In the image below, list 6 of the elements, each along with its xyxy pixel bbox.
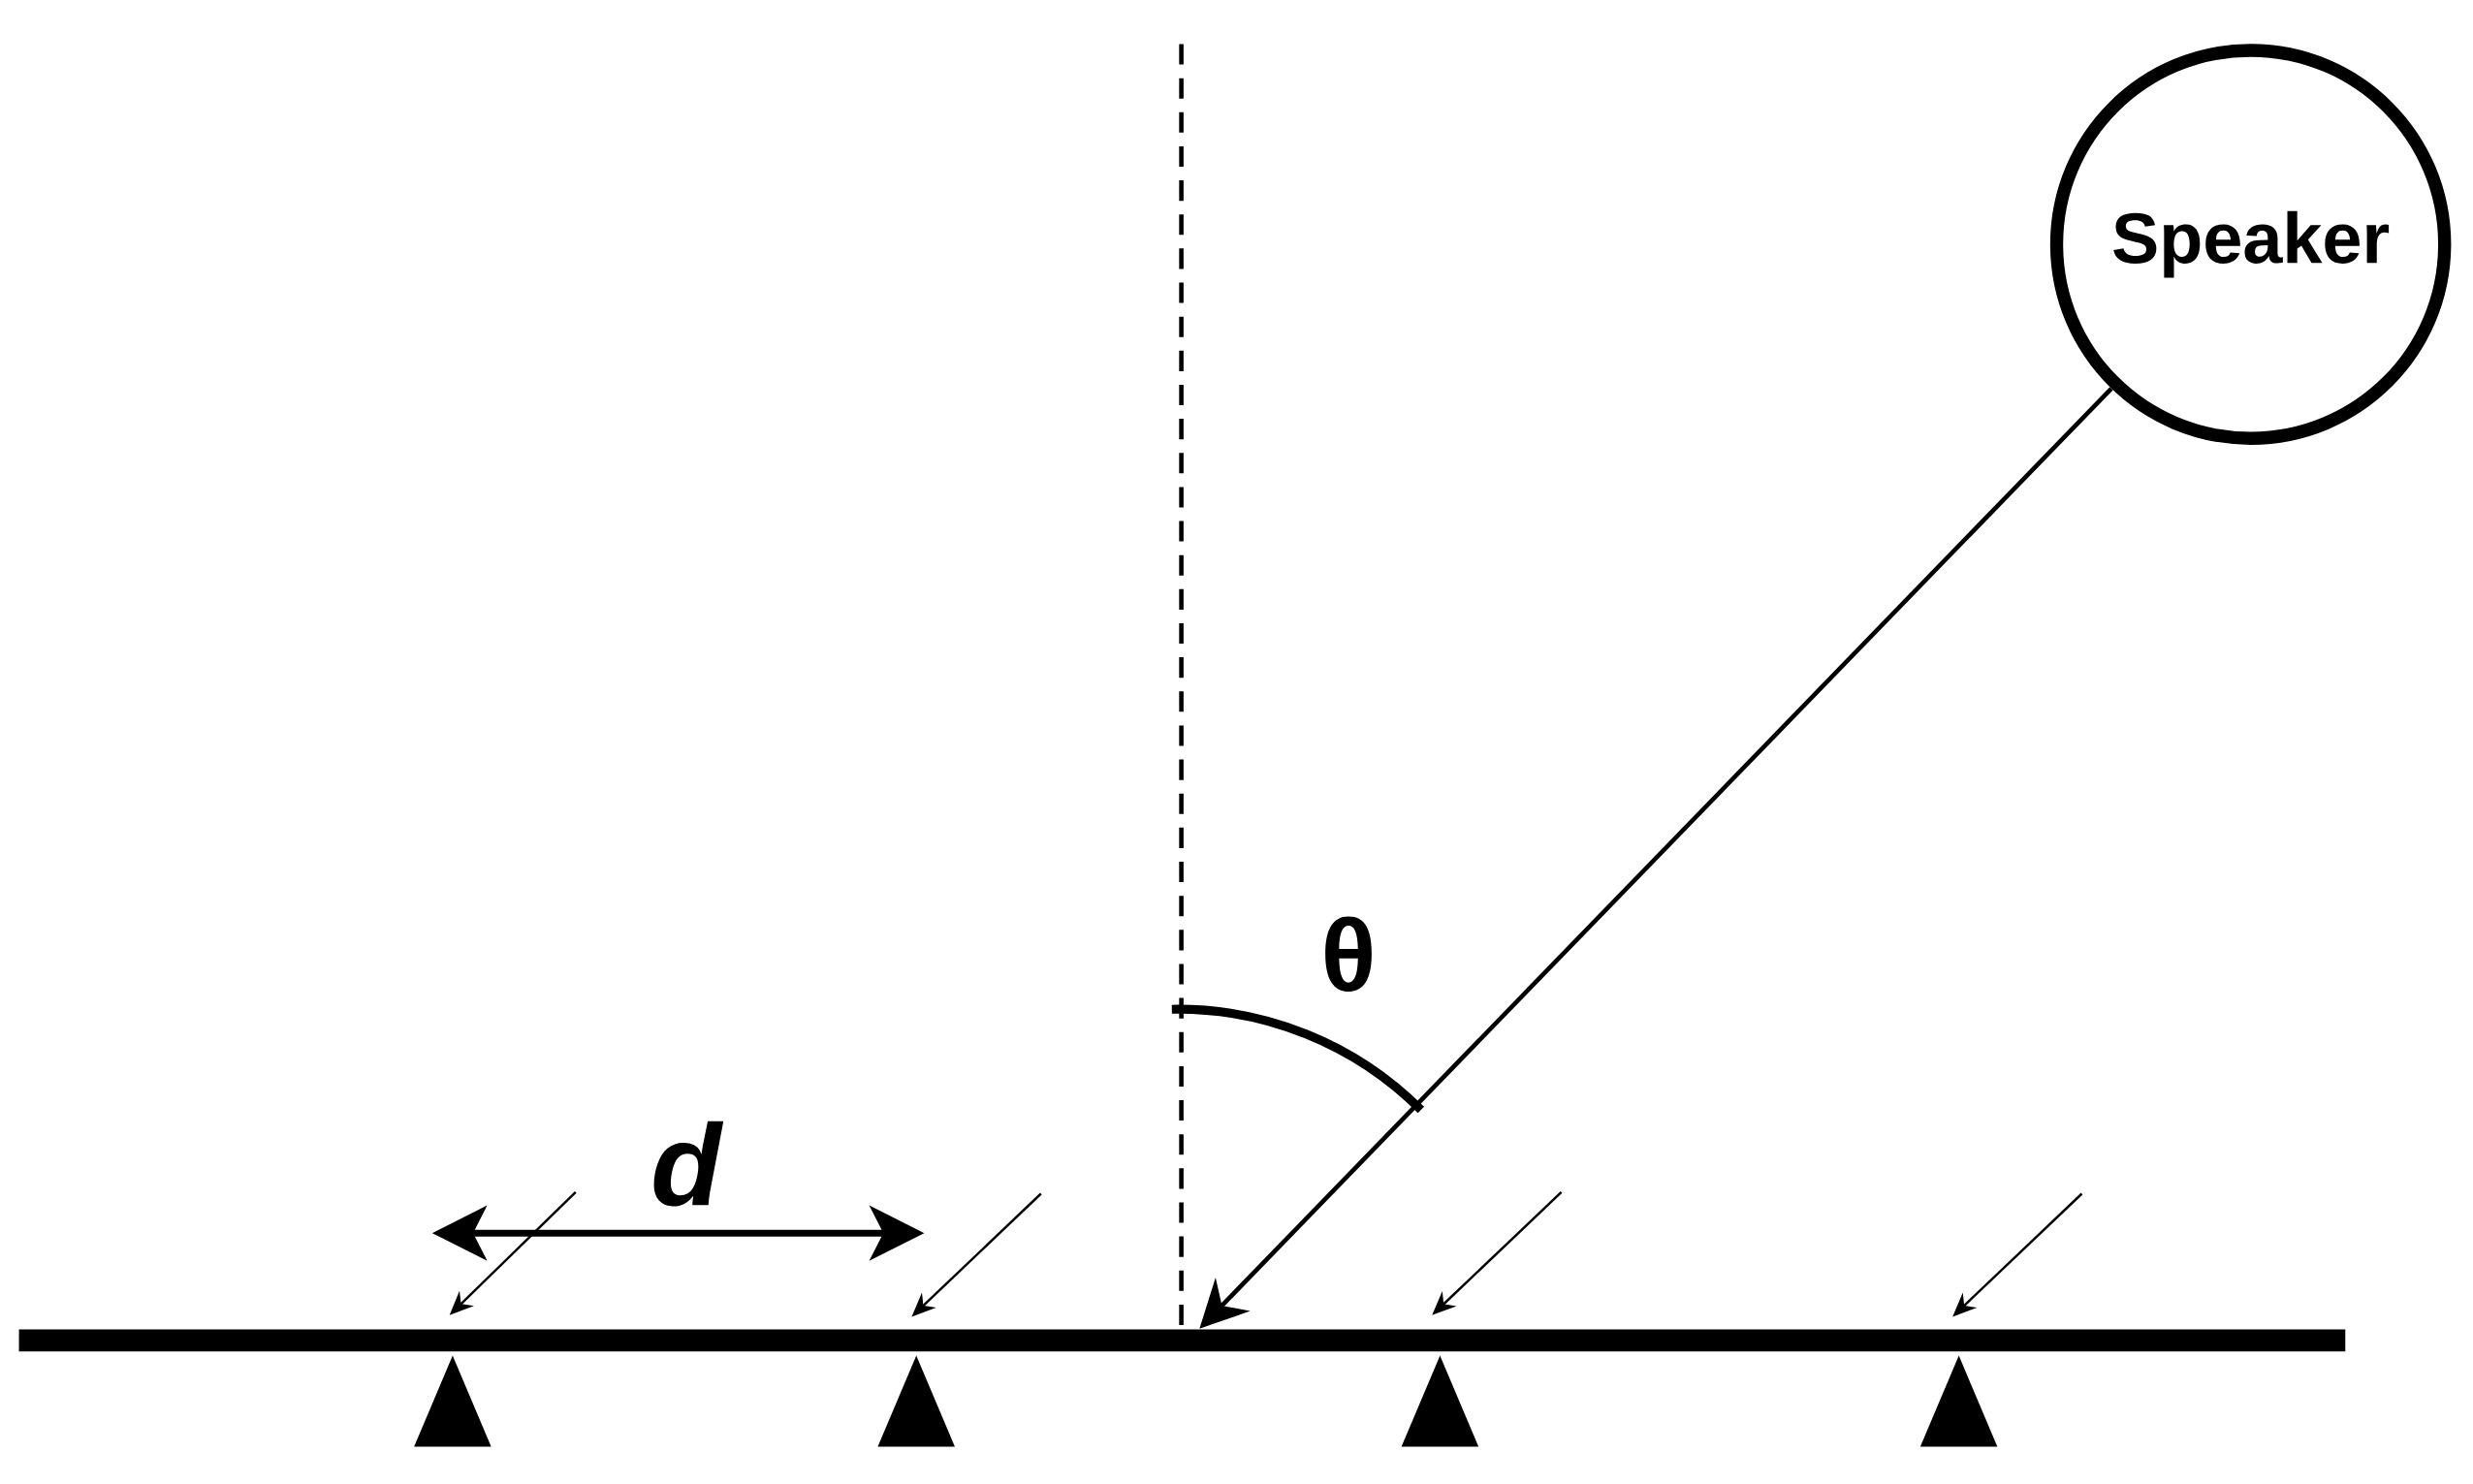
spacing-label: d <box>653 1121 724 1207</box>
microphone-triangle <box>877 1355 955 1447</box>
microphone-triangle <box>414 1355 491 1447</box>
microphone-triangle <box>1919 1355 1998 1447</box>
angle-label: θ <box>1325 916 1372 993</box>
microphone-triangle <box>1401 1355 1479 1447</box>
